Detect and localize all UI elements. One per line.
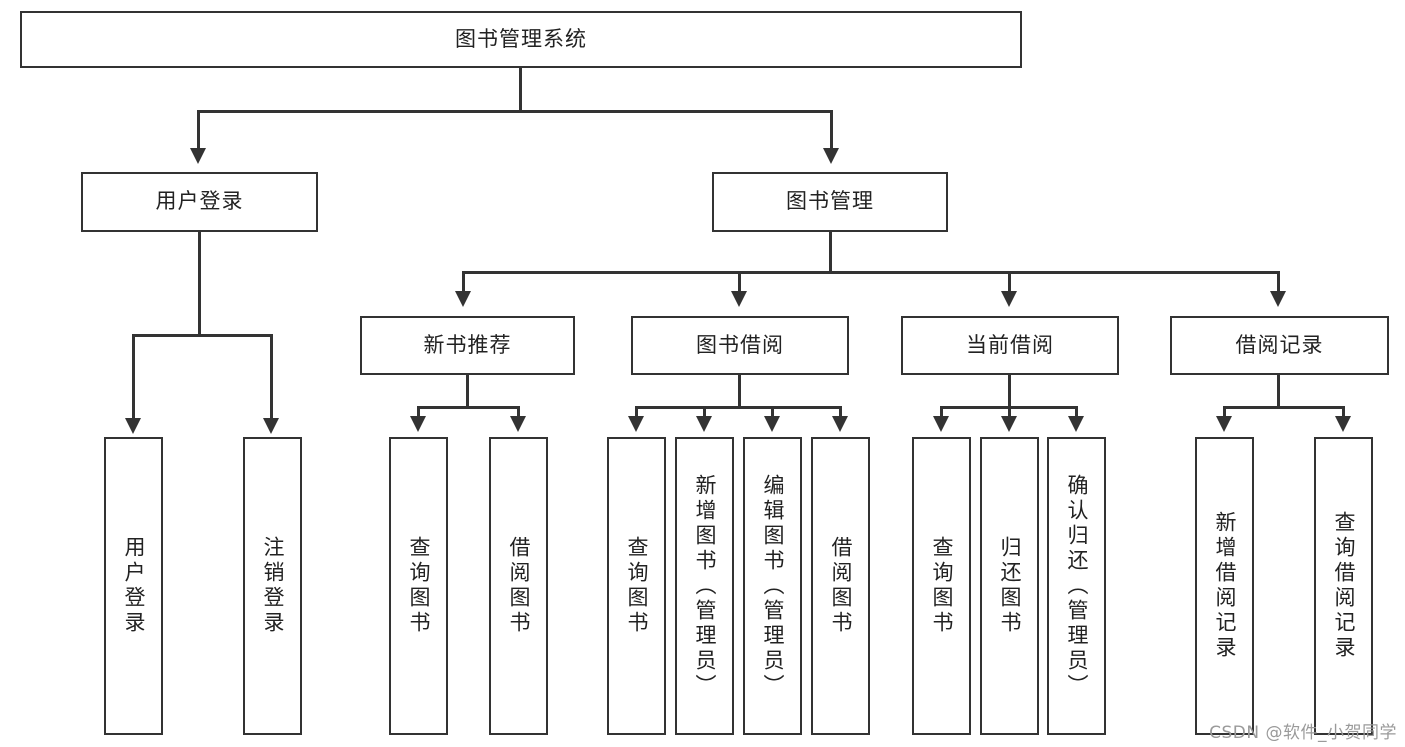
node-label: 编辑图书（管理员） — [761, 473, 786, 699]
node-label: 查询图书 — [930, 536, 955, 636]
arrow-root-to-book-mgmt — [823, 148, 839, 164]
node-label: 用户登录 — [122, 536, 147, 636]
connector-user-login-to-leaf-2 — [270, 334, 273, 420]
arrow-book-borrow-to-leaf-1 — [628, 416, 644, 432]
connector-user-login-trunk — [198, 232, 201, 337]
connector-new-book-trunk — [466, 375, 469, 409]
leaf-borrow-record-2[interactable]: 查询借阅记录 — [1314, 437, 1373, 735]
leaf-current-borrow-1[interactable]: 查询图书 — [912, 437, 971, 735]
connector-user-login-to-leaf-1 — [132, 334, 135, 420]
connector-book-mgmt-to-current-borrow — [1008, 271, 1011, 293]
connector-current-borrow-to-leaf-2 — [1008, 406, 1011, 418]
connector-book-mgmt-to-new-book — [462, 271, 465, 293]
node-book-borrow[interactable]: 图书借阅 — [631, 316, 849, 375]
node-label: 新书推荐 — [423, 332, 512, 357]
arrow-root-to-user-login — [190, 148, 206, 164]
node-label: 查询借阅记录 — [1332, 511, 1357, 661]
node-label: 当前借阅 — [966, 332, 1054, 357]
arrow-book-mgmt-to-book-borrow — [731, 291, 747, 307]
arrow-borrow-record-to-leaf-2 — [1335, 416, 1351, 432]
arrow-book-borrow-to-leaf-3 — [764, 416, 780, 432]
connector-current-borrow-to-leaf-1 — [940, 406, 943, 418]
node-root-system[interactable]: 图书管理系统 — [20, 11, 1022, 68]
arrow-user-login-to-leaf-2 — [263, 418, 279, 434]
connector-root-to-user-login — [197, 110, 200, 150]
node-label: 查询图书 — [407, 536, 432, 636]
leaf-current-borrow-3[interactable]: 确认归还（管理员） — [1047, 437, 1106, 735]
node-book-management[interactable]: 图书管理 — [712, 172, 948, 232]
node-label: 注销登录 — [261, 536, 286, 636]
node-borrow-record[interactable]: 借阅记录 — [1170, 316, 1389, 375]
leaf-user-login-2[interactable]: 注销登录 — [243, 437, 302, 735]
connector-borrow-record-splitbar — [1223, 406, 1345, 409]
leaf-book-borrow-2[interactable]: 新增图书（管理员） — [675, 437, 734, 735]
leaf-new-book-1[interactable]: 查询图书 — [389, 437, 448, 735]
connector-borrow-record-to-leaf-2 — [1342, 406, 1345, 418]
node-label: 图书管理系统 — [455, 26, 587, 51]
connector-current-borrow-trunk — [1008, 375, 1011, 409]
node-label: 图书借阅 — [696, 332, 784, 357]
connector-book-borrow-to-leaf-2 — [703, 406, 706, 418]
arrow-book-mgmt-to-borrow-record — [1270, 291, 1286, 307]
connector-new-book-to-leaf-1 — [417, 406, 420, 418]
node-label: 查询图书 — [625, 536, 650, 636]
node-label: 新增借阅记录 — [1213, 511, 1238, 661]
node-label: 借阅图书 — [507, 536, 532, 636]
leaf-book-borrow-4[interactable]: 借阅图书 — [811, 437, 870, 735]
arrow-book-borrow-to-leaf-4 — [832, 416, 848, 432]
arrow-new-book-to-leaf-2 — [510, 416, 526, 432]
connector-book-mgmt-splitbar — [462, 271, 1280, 274]
connector-book-borrow-trunk — [738, 375, 741, 409]
node-label: 确认归还（管理员） — [1065, 473, 1090, 699]
connector-root-trunk — [519, 68, 522, 112]
connector-book-borrow-to-leaf-1 — [635, 406, 638, 418]
leaf-book-borrow-3[interactable]: 编辑图书（管理员） — [743, 437, 802, 735]
arrow-book-mgmt-to-new-book — [455, 291, 471, 307]
node-new-book-recommend[interactable]: 新书推荐 — [360, 316, 575, 375]
connector-new-book-splitbar — [417, 406, 520, 409]
arrow-book-borrow-to-leaf-2 — [696, 416, 712, 432]
node-label: 用户登录 — [155, 189, 244, 214]
leaf-borrow-record-1[interactable]: 新增借阅记录 — [1195, 437, 1254, 735]
node-label: 归还图书 — [998, 536, 1023, 636]
connector-book-mgmt-to-borrow-record — [1277, 271, 1280, 293]
leaf-current-borrow-2[interactable]: 归还图书 — [980, 437, 1039, 735]
leaf-new-book-2[interactable]: 借阅图书 — [489, 437, 548, 735]
connector-current-borrow-to-leaf-3 — [1075, 406, 1078, 418]
node-label: 借阅图书 — [829, 536, 854, 636]
connector-book-borrow-to-leaf-3 — [771, 406, 774, 418]
connector-book-mgmt-to-book-borrow — [738, 271, 741, 293]
node-current-borrow[interactable]: 当前借阅 — [901, 316, 1119, 375]
connector-book-mgmt-trunk — [829, 232, 832, 274]
connector-book-borrow-to-leaf-4 — [839, 406, 842, 418]
node-label: 图书管理 — [786, 189, 874, 214]
arrow-current-borrow-to-leaf-3 — [1068, 416, 1084, 432]
arrow-borrow-record-to-leaf-1 — [1216, 416, 1232, 432]
node-label: 新增图书（管理员） — [693, 473, 718, 699]
connector-root-to-book-mgmt — [830, 110, 833, 150]
node-label: 借阅记录 — [1235, 332, 1324, 357]
connector-user-login-splitbar — [132, 334, 273, 337]
connector-new-book-to-leaf-2 — [517, 406, 520, 418]
connector-borrow-record-to-leaf-1 — [1223, 406, 1226, 418]
connector-root-splitbar — [197, 110, 833, 113]
node-user-login[interactable]: 用户登录 — [81, 172, 318, 232]
arrow-current-borrow-to-leaf-1 — [933, 416, 949, 432]
connector-borrow-record-trunk — [1277, 375, 1280, 409]
arrow-book-mgmt-to-current-borrow — [1001, 291, 1017, 307]
arrow-current-borrow-to-leaf-2 — [1001, 416, 1017, 432]
leaf-user-login-1[interactable]: 用户登录 — [104, 437, 163, 735]
leaf-book-borrow-1[interactable]: 查询图书 — [607, 437, 666, 735]
arrow-user-login-to-leaf-1 — [125, 418, 141, 434]
csdn-watermark: CSDN @软件_小贺同学 — [1209, 723, 1397, 743]
connector-book-borrow-splitbar — [635, 406, 840, 409]
arrow-new-book-to-leaf-1 — [410, 416, 426, 432]
